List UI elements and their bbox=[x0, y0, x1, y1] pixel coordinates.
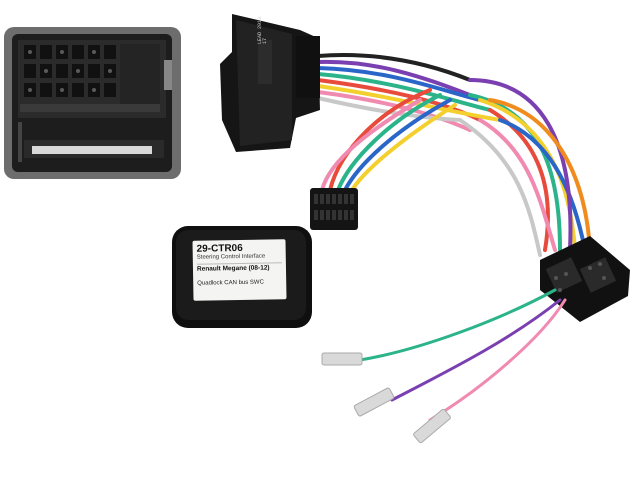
loose-wires bbox=[358, 288, 567, 422]
vehicle-model: Renault Megane (08-12) bbox=[196, 262, 283, 274]
wire-harness bbox=[316, 53, 592, 257]
product-description: Steering Control Interface bbox=[196, 253, 266, 261]
black-plug bbox=[220, 14, 320, 152]
spade-terminals bbox=[321, 352, 451, 444]
plug-marking: LEAD 2013 17 bbox=[257, 16, 268, 44]
product-label: 29-CTR06 Steering Control Interface Rena… bbox=[192, 239, 287, 301]
quadlock-connector bbox=[4, 27, 181, 179]
bus-type: Quadlock CAN bus SWC bbox=[197, 279, 264, 287]
iso-connector bbox=[540, 236, 630, 322]
pin-connector bbox=[310, 188, 358, 230]
